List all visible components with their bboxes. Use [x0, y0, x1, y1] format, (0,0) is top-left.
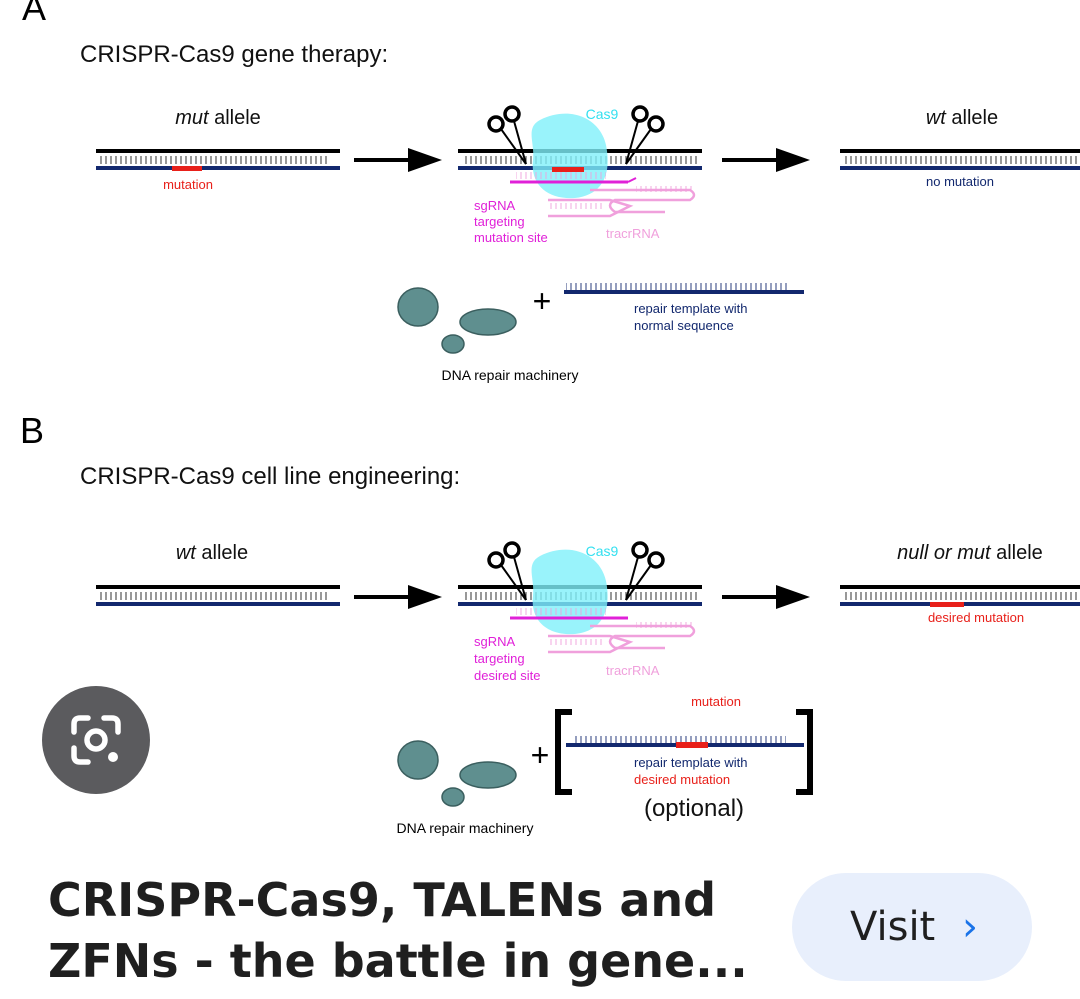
panel-a-plus: +	[533, 283, 552, 319]
panel-b-repair-proteins	[397, 740, 517, 807]
panel-a-right-allele-label: wt allele	[926, 107, 998, 129]
lens-search-button[interactable]	[42, 686, 150, 794]
panel-b-left-allele-label: wt allele	[176, 542, 248, 564]
google-lens-camera-icon	[71, 715, 121, 765]
panel-b-letter: B	[20, 410, 44, 451]
panel-a-left-dna	[96, 149, 340, 171]
panel-a-title: CRISPR-Cas9 gene therapy:	[80, 41, 388, 68]
result-title-line-2: ZFNs - the battle in gene...	[48, 934, 748, 988]
panel-a-sgrna-label: sgRNA targeting mutation site	[474, 198, 548, 245]
panel-b-arrow-1	[354, 585, 442, 609]
panel-a-repair-machinery-label: DNA repair machinery	[442, 367, 579, 383]
panel-a-repair-template	[564, 283, 804, 294]
panel-a-cas9-complex	[458, 105, 702, 218]
panel-b-template-mutation-label: mutation	[691, 694, 741, 709]
result-title-line-1: CRISPR-Cas9, TALENs and	[48, 873, 717, 927]
panel-b-cas9-complex	[458, 541, 702, 654]
result-title[interactable]: CRISPR-Cas9, TALENs and ZFNs - the battl…	[48, 870, 748, 992]
panel-a-arrow-2	[722, 148, 810, 172]
panel-a-mutation-label: mutation	[163, 177, 213, 192]
panel-b-desired-mutation-label: desired mutation	[928, 610, 1024, 625]
panel-a-cas9-label: Cas9	[586, 106, 619, 122]
panel-a-no-mutation-label: no mutation	[926, 174, 994, 189]
chevron-right-icon: ›	[962, 904, 978, 950]
panel-b-sgrna-label: sgRNA targeting desired site	[474, 634, 540, 683]
visit-button[interactable]: Visit ›	[792, 873, 1032, 981]
panel-b-arrow-2	[722, 585, 810, 609]
panel-b-cas9-label: Cas9	[586, 543, 619, 559]
panel-b-tracrrna-label: tracrRNA	[606, 663, 660, 678]
panel-b-left-dna	[96, 585, 340, 606]
panel-b-title: CRISPR-Cas9 cell line engineering:	[80, 463, 460, 490]
panel-a-letter: A	[22, 0, 46, 28]
panel-b-plus: +	[531, 737, 550, 773]
panel-a-tracrrna-label: tracrRNA	[606, 226, 660, 241]
panel-a-template-label: repair template with normal sequence	[634, 301, 751, 333]
panel-b-optional-label: (optional)	[644, 795, 744, 822]
source-figure: A CRISPR-Cas9 gene therapy: mut allele m…	[20, 0, 1080, 836]
panel-a-repair-proteins	[397, 287, 517, 354]
panel-b-right-dna	[840, 585, 1080, 607]
panel-b-right-allele-label: null or mut allele	[897, 542, 1043, 564]
crispr-diagram: A CRISPR-Cas9 gene therapy: mut allele m…	[20, 0, 1080, 836]
panel-a-right-dna	[840, 149, 1080, 170]
panel-a-left-allele-label: mut allele	[175, 107, 261, 129]
visit-button-label: Visit	[850, 904, 936, 950]
panel-b-repair-template	[555, 709, 813, 795]
panel-b-template-label: repair template with desired mutation	[634, 755, 751, 787]
panel-a-arrow-1	[354, 148, 442, 172]
panel-b-repair-machinery-label: DNA repair machinery	[397, 820, 534, 836]
